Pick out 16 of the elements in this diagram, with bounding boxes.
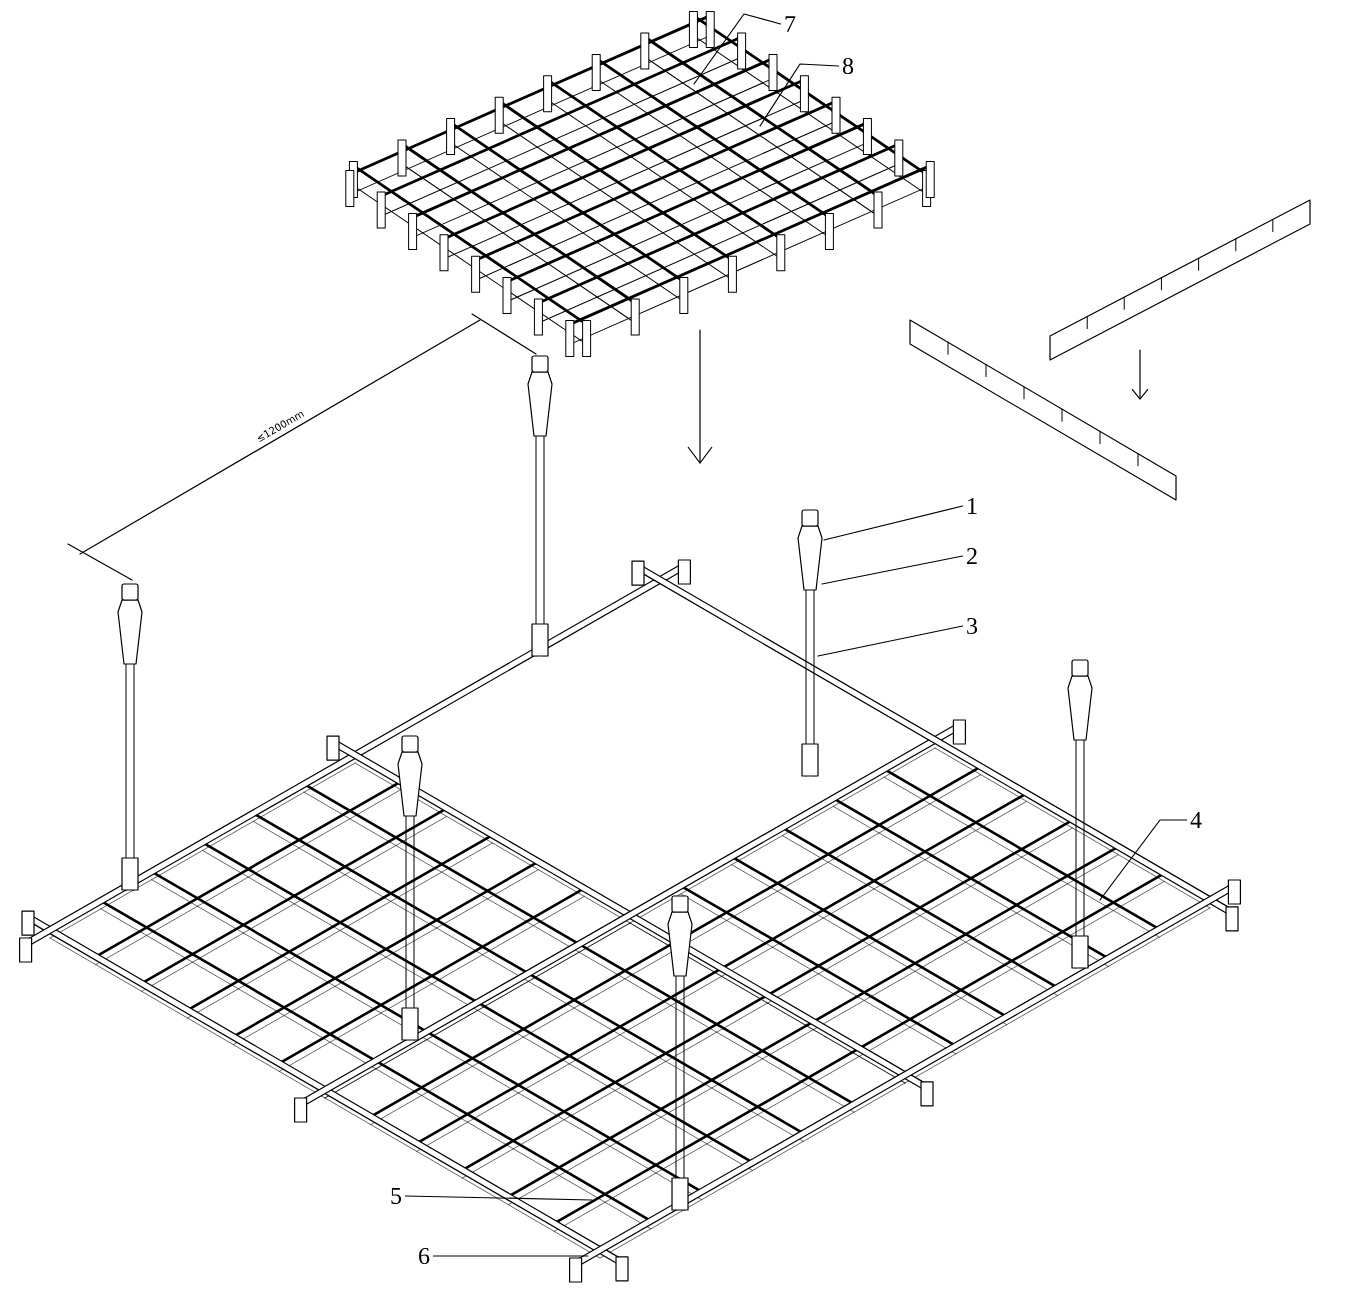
callout-number: 7 xyxy=(785,16,796,32)
leader-line xyxy=(432,1255,589,1257)
callout-number: 1 xyxy=(968,498,977,514)
leader-line xyxy=(693,13,782,85)
callout-number: 4 xyxy=(1190,812,1202,828)
callout-number: 3 xyxy=(967,617,978,635)
callout-number: 2 xyxy=(967,548,977,564)
leader-line xyxy=(821,555,964,585)
callout-number: 5 xyxy=(391,1188,402,1204)
leader-line xyxy=(823,505,964,541)
callout-number: 6 xyxy=(419,1247,430,1265)
leader-line xyxy=(817,625,964,657)
callout-number: 8 xyxy=(842,57,854,75)
leader-line xyxy=(1099,819,1188,901)
leader-line xyxy=(759,63,840,127)
leader-line xyxy=(404,1195,593,1201)
